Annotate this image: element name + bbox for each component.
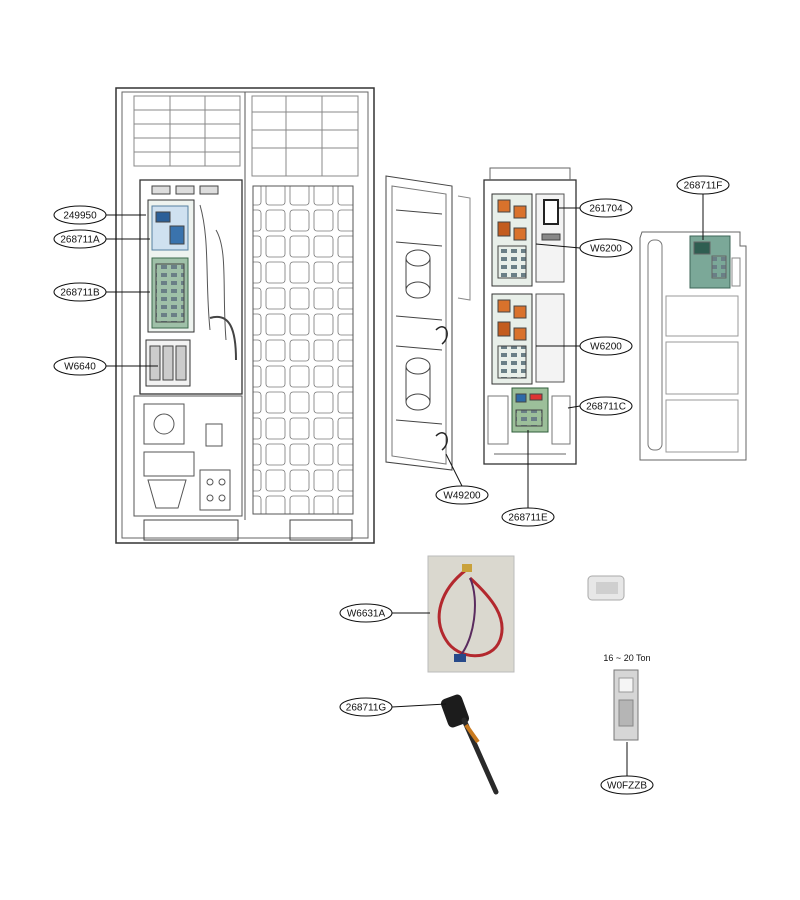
- callout-label: 261704: [589, 204, 623, 215]
- callout-label: W6631A: [347, 609, 386, 620]
- callout-label: W0FZZB: [607, 781, 647, 792]
- tonnage-caption: 16 ~ 20 Ton: [603, 653, 650, 663]
- callout-label: W49200: [443, 491, 481, 502]
- callout-268711c[interactable]: 268711C: [567, 396, 633, 416]
- callout-268711b[interactable]: 268711B: [53, 282, 150, 302]
- callout-268711g[interactable]: 268711G: [339, 697, 447, 717]
- control-box: [139, 179, 243, 395]
- callout-label: 268711E: [508, 513, 548, 524]
- cable-photo: [427, 555, 515, 673]
- callout-268711e[interactable]: 268711E: [501, 430, 555, 527]
- callout-w6200-top[interactable]: W6200: [535, 238, 633, 258]
- callout-w0fzzb[interactable]: W0FZZB: [600, 742, 654, 795]
- callout-268711f[interactable]: 268711F: [676, 175, 730, 240]
- callout-w49200[interactable]: W49200: [435, 453, 489, 505]
- callout-label: W6200: [590, 244, 622, 255]
- coil-grill: [252, 185, 354, 515]
- sensor-part: [440, 694, 499, 795]
- callout-w6640[interactable]: W6640: [53, 356, 158, 376]
- side-panel-view: [385, 175, 471, 471]
- callout-label: 268711G: [346, 703, 387, 714]
- callout-268711a[interactable]: 268711A: [53, 229, 150, 249]
- callout-label: 268711F: [684, 181, 723, 192]
- fan-section: [133, 95, 359, 177]
- fuse-holder-part: [613, 669, 639, 741]
- callout-249950[interactable]: 249950: [53, 205, 146, 225]
- compressor-section: [133, 395, 243, 517]
- callout-w6200-bottom[interactable]: W6200: [536, 336, 633, 356]
- callout-261704[interactable]: 261704: [558, 198, 633, 218]
- callout-label: 268711A: [60, 235, 100, 246]
- callout-label: 268711B: [60, 288, 100, 299]
- callout-label: 249950: [63, 211, 97, 222]
- callout-w6631a[interactable]: W6631A: [339, 603, 430, 623]
- outdoor-unit-front-view: [115, 87, 375, 544]
- connector-part: [587, 575, 625, 601]
- rear-panel-view: [639, 231, 747, 461]
- callout-label: W6200: [590, 342, 622, 353]
- callout-label: 268711C: [586, 402, 626, 413]
- inverter-box-view: [483, 167, 577, 465]
- callout-label: W6640: [64, 362, 96, 373]
